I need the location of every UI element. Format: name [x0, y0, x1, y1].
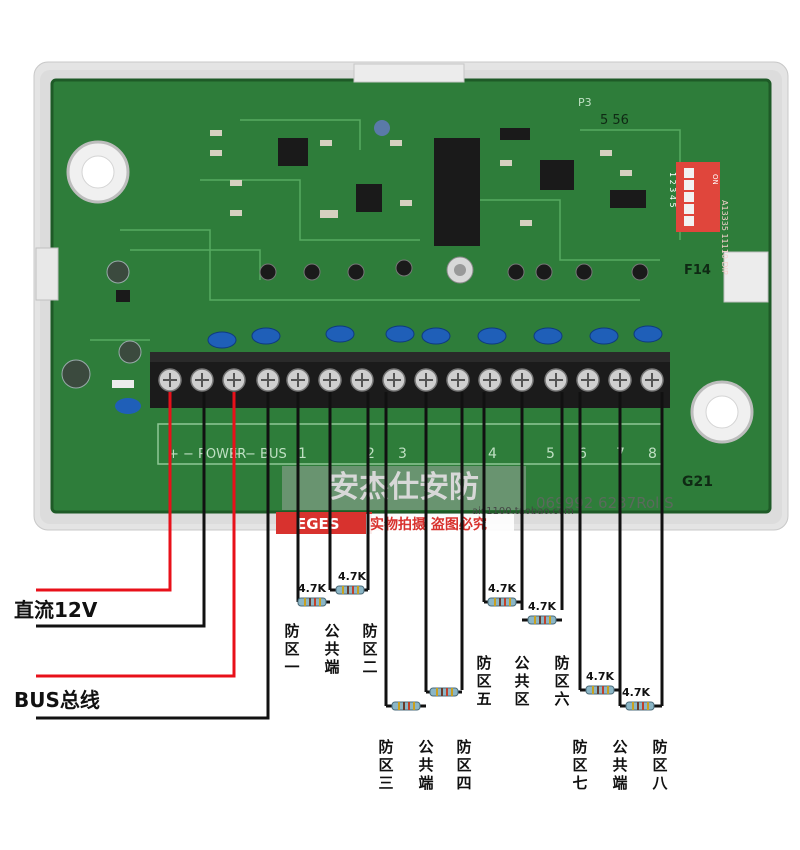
code-s56: 5 56 — [600, 113, 629, 128]
label-bus: BUS总线 — [14, 688, 100, 712]
silk-zone-1: 1 — [298, 446, 307, 462]
resistor — [429, 687, 459, 697]
ceramic-capacitors — [207, 325, 663, 349]
label-common: 公共端 — [612, 738, 627, 792]
resistor-label: 4.7K — [586, 670, 614, 683]
terminal-screws — [158, 368, 664, 392]
watermark-brand-box — [276, 512, 372, 534]
main-ic — [434, 138, 480, 246]
resistor — [391, 701, 421, 711]
silk-zone-3: 3 — [398, 446, 407, 462]
resistor — [585, 685, 615, 695]
label-zone8: 防区八 — [651, 738, 668, 792]
dip-on: ON — [711, 174, 719, 185]
resistor-label: 4.7K — [488, 582, 516, 595]
label-zone5: 防区五 — [476, 654, 491, 708]
silk-zone-4: 4 — [488, 446, 497, 462]
wire — [36, 392, 172, 592]
silk-zone-2: 2 — [366, 446, 375, 462]
dip-numbers: 1 2 3 4 5 — [668, 172, 677, 208]
label-zone6: 防区六 — [554, 654, 569, 708]
wire — [36, 392, 236, 678]
label-common: 公共端 — [324, 622, 339, 676]
label-zone7: 防区七 — [572, 738, 587, 792]
label-common: 公共端 — [418, 738, 433, 792]
resistor — [625, 701, 655, 711]
label-common_area: 公共区 — [514, 654, 529, 708]
dip-code: A13335 11110 DIP — [720, 200, 729, 275]
resistor-label: 4.7K — [622, 686, 650, 699]
silk-zone-6: 6 — [578, 446, 587, 462]
dip-switch — [676, 162, 720, 232]
resistor — [487, 597, 517, 607]
label-zone1: 防区一 — [284, 622, 299, 676]
label-dc12v: 直流12V — [14, 598, 98, 622]
wires — [36, 392, 664, 720]
watermark-text: 安杰仕安防 — [329, 470, 479, 505]
label-zone4: 防区四 — [456, 738, 471, 792]
wire — [36, 392, 206, 628]
resistor-label: 4.7K — [298, 582, 326, 595]
watermark-brand: EGES — [296, 515, 340, 533]
label-zone3: 防区三 — [378, 738, 393, 792]
label-zone2: 防区二 — [362, 622, 377, 676]
silk-power: + − POWER — [168, 447, 246, 462]
resistors: 4.7K 4.7K 4.7K 4.7K 4.7K 4.7K — [297, 570, 655, 711]
resistor — [297, 597, 327, 607]
serial-number: 069992 6237Rol S — [536, 494, 674, 512]
resistor-label: 4.7K — [528, 600, 556, 613]
resistor — [527, 615, 557, 625]
silk-zone-5: 5 — [546, 446, 555, 462]
resistor — [335, 585, 365, 595]
watermark-slogan: 实物拍摄 盗图必究 — [370, 516, 487, 533]
code-g21: G21 — [682, 474, 713, 490]
transistor-row — [259, 259, 649, 281]
silk-zone-8: 8 — [648, 446, 657, 462]
resistor-label: 4.7K — [338, 570, 366, 583]
silk-bus: + − BUS — [230, 447, 287, 462]
code-f14: F14 — [684, 263, 711, 278]
pcb-traces — [90, 119, 681, 341]
wire — [36, 392, 270, 720]
code-p3: P3 — [578, 96, 592, 109]
